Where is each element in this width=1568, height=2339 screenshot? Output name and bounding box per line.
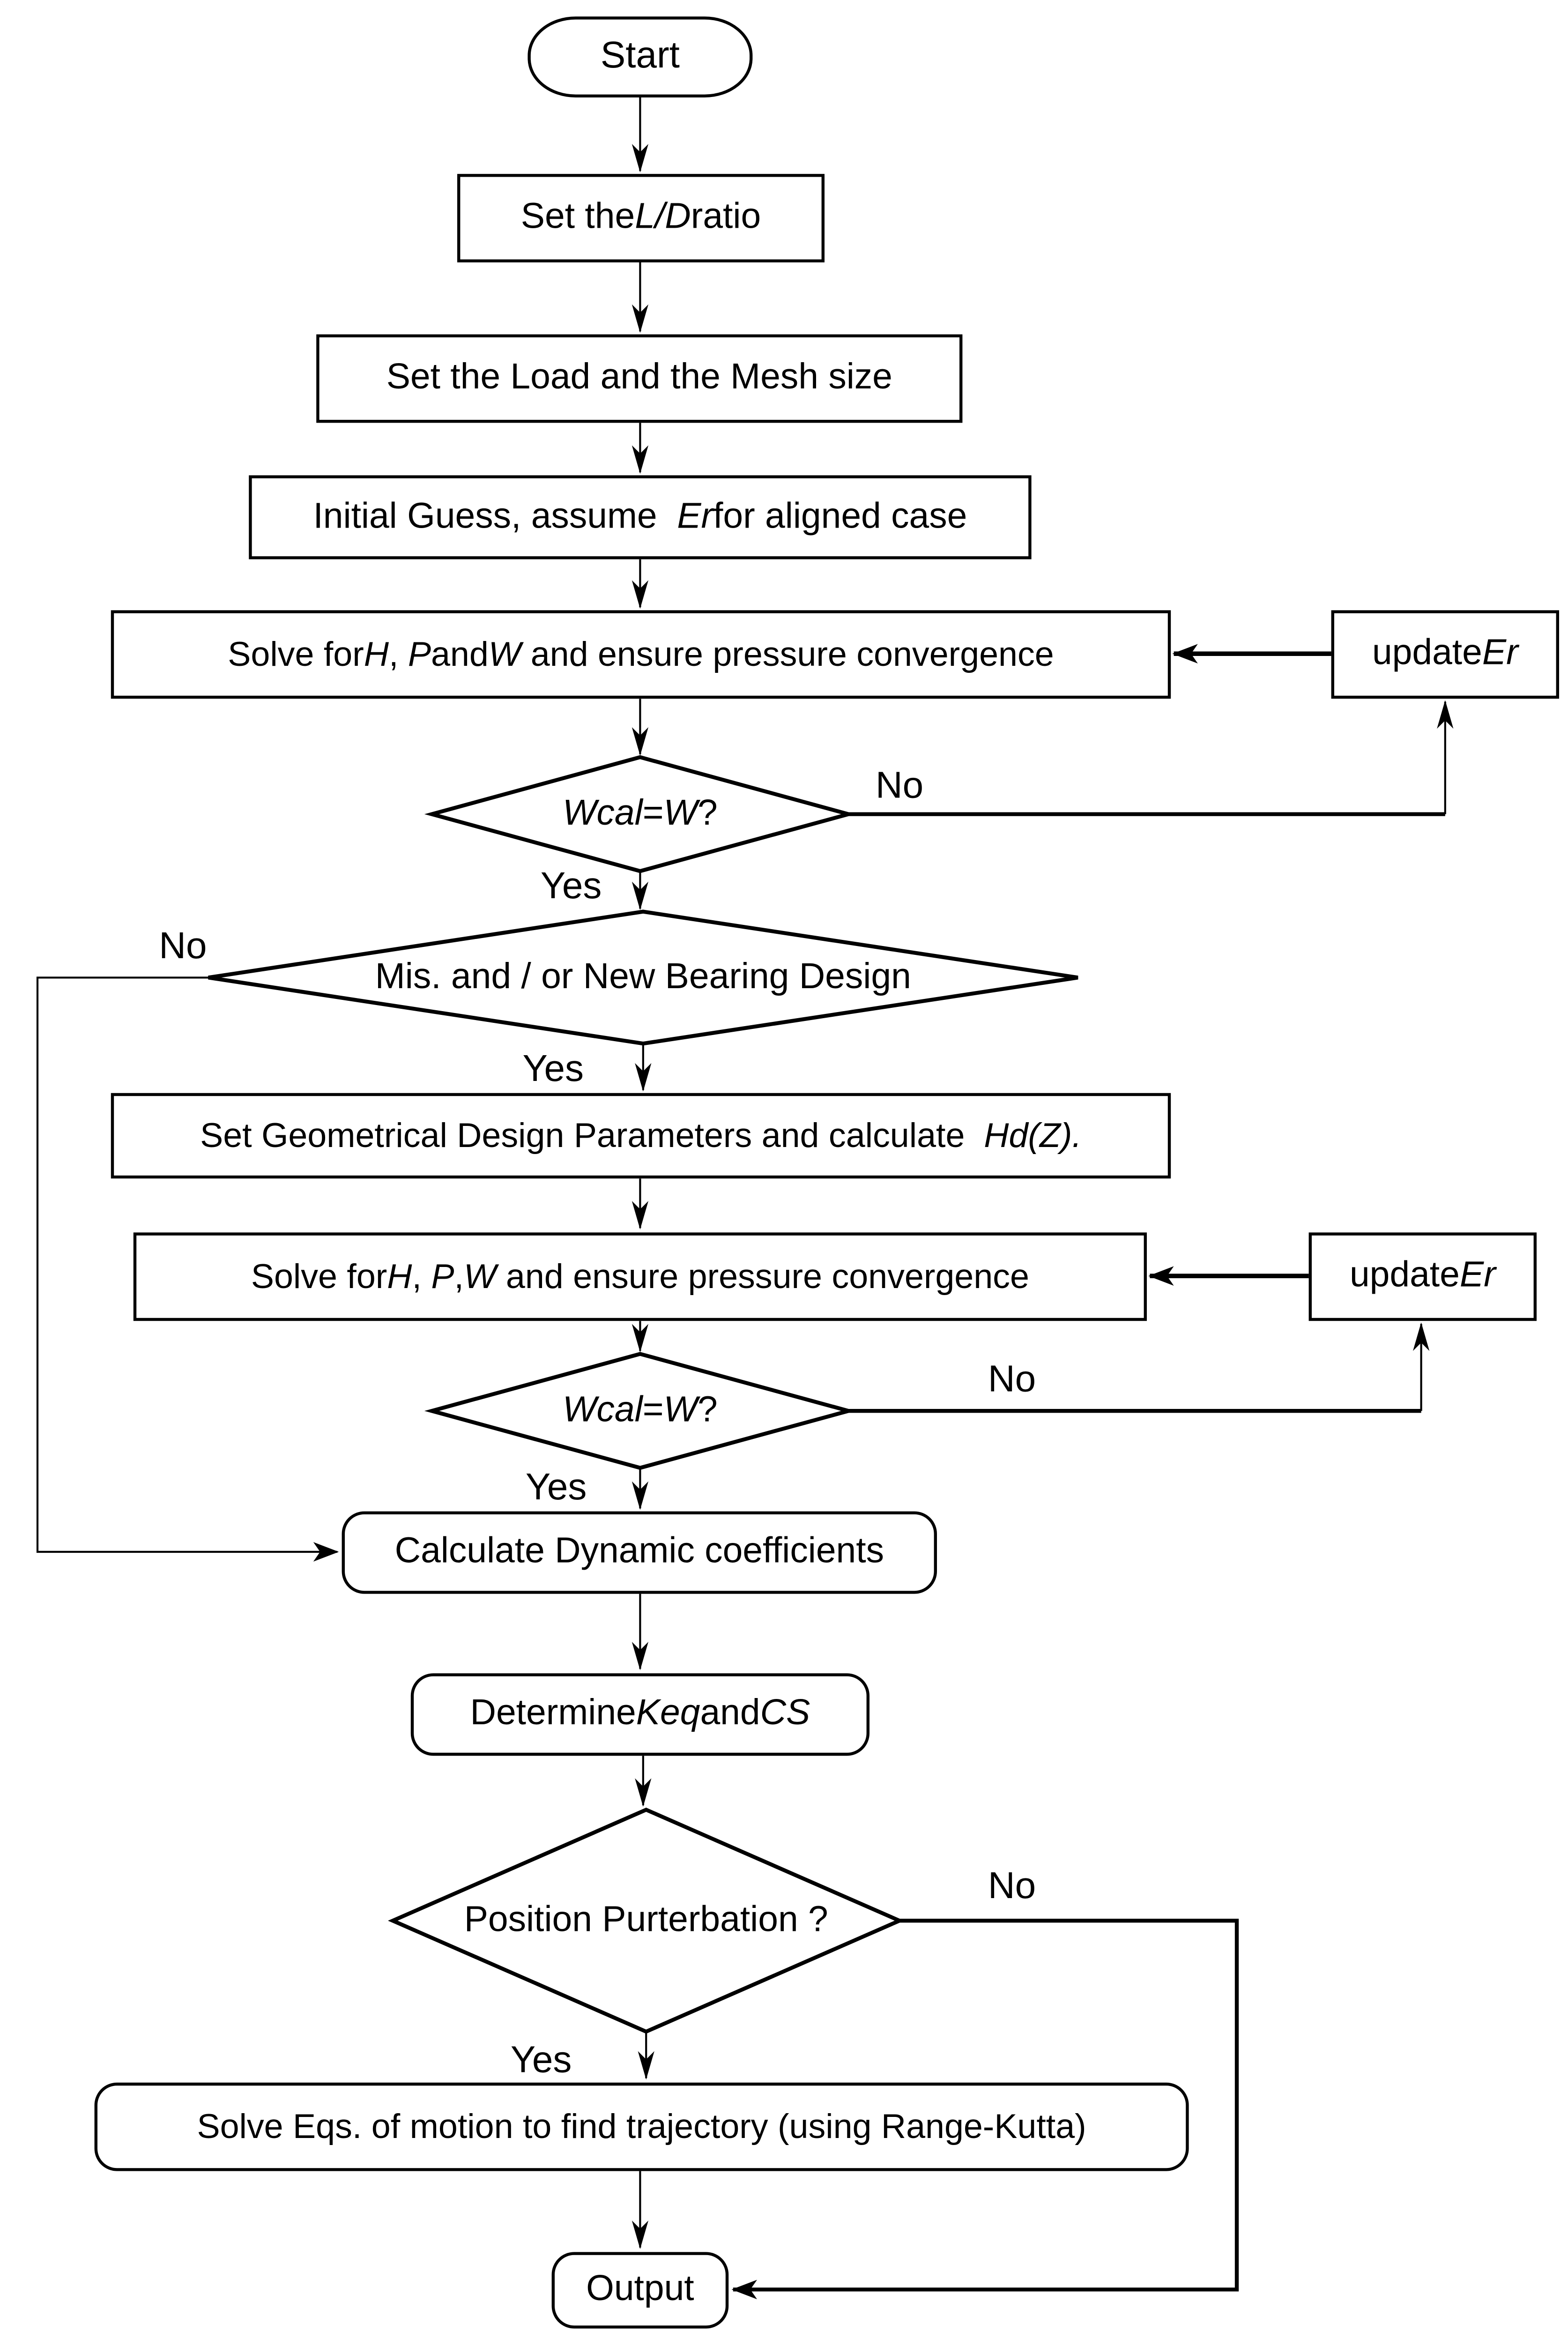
text-run: update [1372, 633, 1482, 674]
process-initial-guess: Initial Guess, assume Er for aligned cas… [249, 475, 1032, 559]
branch-label-no-wcal1: No [875, 764, 924, 806]
text-run: Mis. and / or New Bearing Design [375, 956, 911, 997]
text-run: = [642, 1390, 664, 1430]
branch-label-yes-mis: Yes [522, 1047, 584, 1089]
text-run: and ensure pressure convergence [521, 634, 1054, 673]
text-run: , [412, 1256, 431, 1296]
text-run-italic: W [663, 793, 698, 834]
text-run-italic: Er [677, 496, 713, 536]
text-run: Set Geometrical Design Parameters and ca… [200, 1115, 984, 1155]
process-set-geometrical: Set Geometrical Design Parameters and ca… [111, 1093, 1171, 1179]
text-run: , [454, 1256, 464, 1296]
edge-perturb-no-loop [731, 1919, 1239, 2300]
text-run: and [431, 634, 489, 673]
text-run: Initial Guess, assume [313, 496, 677, 536]
process-update-er-1: update Er [1331, 610, 1559, 699]
text-run-italic: L/D [635, 197, 691, 238]
process-solve-eqs-motion: Solve Eqs. of motion to find trajectory … [94, 2082, 1189, 2171]
text-run: Set the Load and the Mesh size [386, 357, 892, 398]
branch-label-yes-wcal2: Yes [525, 1466, 587, 1508]
text-run: = [642, 793, 664, 834]
text-run: , [388, 634, 408, 673]
edge-mis-no-loop [36, 976, 339, 1562]
output-label: Output [586, 2269, 694, 2309]
text-run-italic: W [463, 1256, 497, 1296]
text-run-italic: W [663, 1390, 698, 1430]
start-label: Start [600, 35, 680, 77]
branch-label-no-perturb: No [988, 1864, 1036, 1907]
text-run-italic: W [488, 634, 521, 673]
text-run-italic: H [364, 634, 389, 673]
text-run-italic: P [408, 634, 431, 673]
decision-wcal-2: Wcal = W ? [460, 1381, 820, 1441]
branch-label-yes-perturb: Yes [510, 2038, 572, 2080]
text-run: Solve for [251, 1256, 387, 1296]
process-calc-dynamic-coefficients: Calculate Dynamic coefficients [342, 1511, 937, 1594]
process-determine-keq-cs: Determine Keq and CS [410, 1673, 869, 1756]
text-run: Determine [470, 1693, 636, 1734]
terminator-start: Start [528, 16, 753, 98]
text-run-italic: Wcal [563, 793, 643, 834]
branch-label-no-mis: No [159, 924, 207, 967]
text-run: Calculate Dynamic coefficients [394, 1531, 884, 1572]
text-run-italic: H [387, 1256, 412, 1296]
text-run: update [1349, 1255, 1460, 1296]
text-run: ? [698, 1390, 718, 1430]
text-run: ratio [691, 197, 761, 238]
process-solve-misaligned: Solve for H, P, W and ensure pressure co… [133, 1232, 1147, 1321]
process-set-load-mesh: Set the Load and the Mesh size [316, 334, 963, 423]
text-run-italic: Keq [636, 1693, 700, 1734]
process-set-ld-ratio: Set the L/D ratio [457, 174, 825, 262]
text-run: Set the [520, 197, 635, 238]
text-run-italic: CS [760, 1693, 810, 1734]
text-run-italic: Hd(Z). [984, 1115, 1082, 1155]
text-run-italic: P [431, 1256, 454, 1296]
text-run: Position Purterbation ? [464, 1900, 828, 1940]
text-run: ? [698, 793, 718, 834]
branch-label-no-wcal2: No [988, 1357, 1036, 1400]
text-run: and [700, 1693, 760, 1734]
text-run: and ensure pressure convergence [496, 1256, 1029, 1296]
text-run: Solve Eqs. of motion to find trajectory … [197, 2106, 1086, 2145]
branch-label-yes-wcal1: Yes [540, 864, 602, 907]
process-solve-aligned: Solve for H, P and W and ensure pressure… [111, 610, 1171, 699]
decision-wcal-1: Wcal = W ? [460, 784, 820, 844]
text-run: Solve for [228, 634, 364, 673]
decision-mis-new-bearing: Mis. and / or New Bearing Design [268, 947, 1018, 1007]
process-update-er-2: update Er [1308, 1232, 1537, 1321]
text-run-italic: Er [1459, 1255, 1496, 1296]
text-run-italic: Wcal [563, 1390, 643, 1430]
text-run-italic: Er [1482, 633, 1518, 674]
terminator-output: Output [551, 2252, 729, 2329]
text-run: for aligned case [713, 496, 967, 536]
decision-position-perturbation: Position Purterbation ? [421, 1891, 871, 1951]
